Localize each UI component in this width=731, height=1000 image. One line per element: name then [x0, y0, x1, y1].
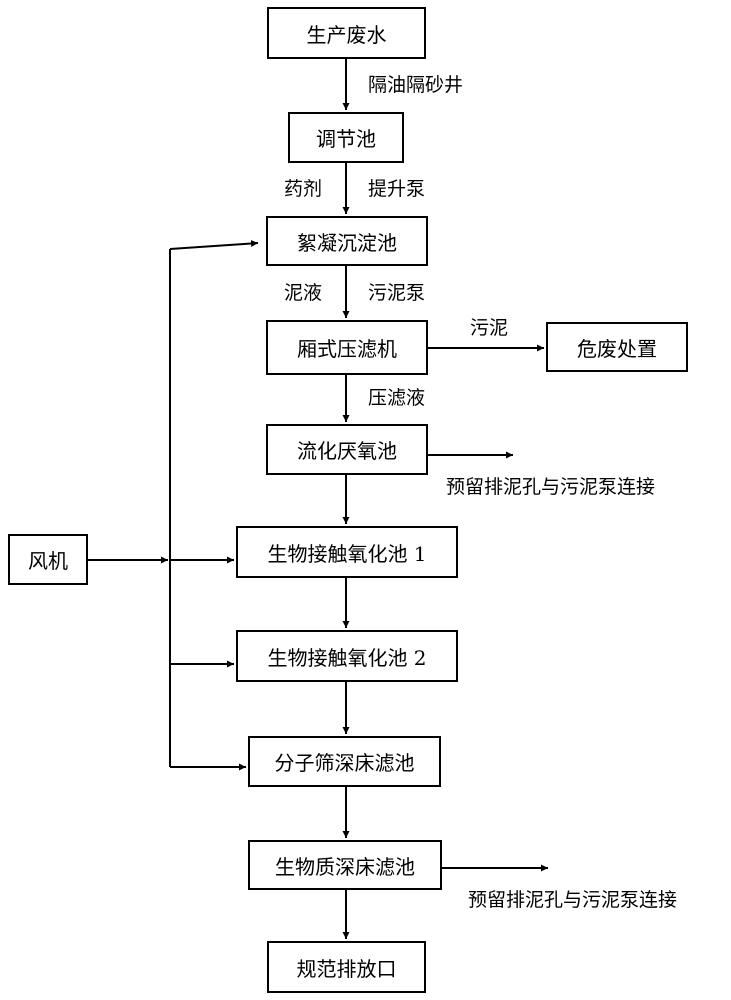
filter-press-box: 厢式压滤机 [266, 320, 428, 375]
hazardous-disposal-box: 危废处置 [546, 322, 688, 372]
air-arrow-flocculation [169, 239, 259, 250]
label-lift-pump: 提升泵 [368, 178, 426, 200]
anaerobic-tank-box: 流化厌氧池 [266, 424, 428, 475]
label-sludge: 污泥 [470, 317, 509, 339]
label-chemicals: 药剂 [284, 178, 323, 200]
discharge-outlet-box: 规范排放口 [267, 941, 426, 993]
biomass-filter-box: 生物质深床滤池 [248, 840, 442, 890]
label-sludge-pump: 污泥泵 [368, 282, 426, 304]
label-reserve-hole-2: 预留排泥孔与污泥泵连接 [468, 889, 678, 911]
regulating-tank-box: 调节池 [288, 112, 404, 163]
wastewater-box: 生产废水 [267, 7, 426, 59]
sieve-filter-box: 分子筛深床滤池 [248, 736, 441, 787]
label-filtrate: 压滤液 [368, 387, 426, 409]
bio-oxidation-1-box: 生物接触氧化池 1 [236, 526, 458, 578]
bio-oxidation-2-box: 生物接触氧化池 2 [236, 630, 458, 682]
blower-box: 风机 [8, 534, 88, 585]
label-reserve-hole-1: 预留排泥孔与污泥泵连接 [446, 476, 656, 498]
label-oil-sand-well: 隔油隔砂井 [368, 74, 464, 96]
label-mud-liquid: 泥液 [284, 282, 323, 304]
flocculation-tank-box: 絮凝沉淀池 [266, 216, 428, 266]
